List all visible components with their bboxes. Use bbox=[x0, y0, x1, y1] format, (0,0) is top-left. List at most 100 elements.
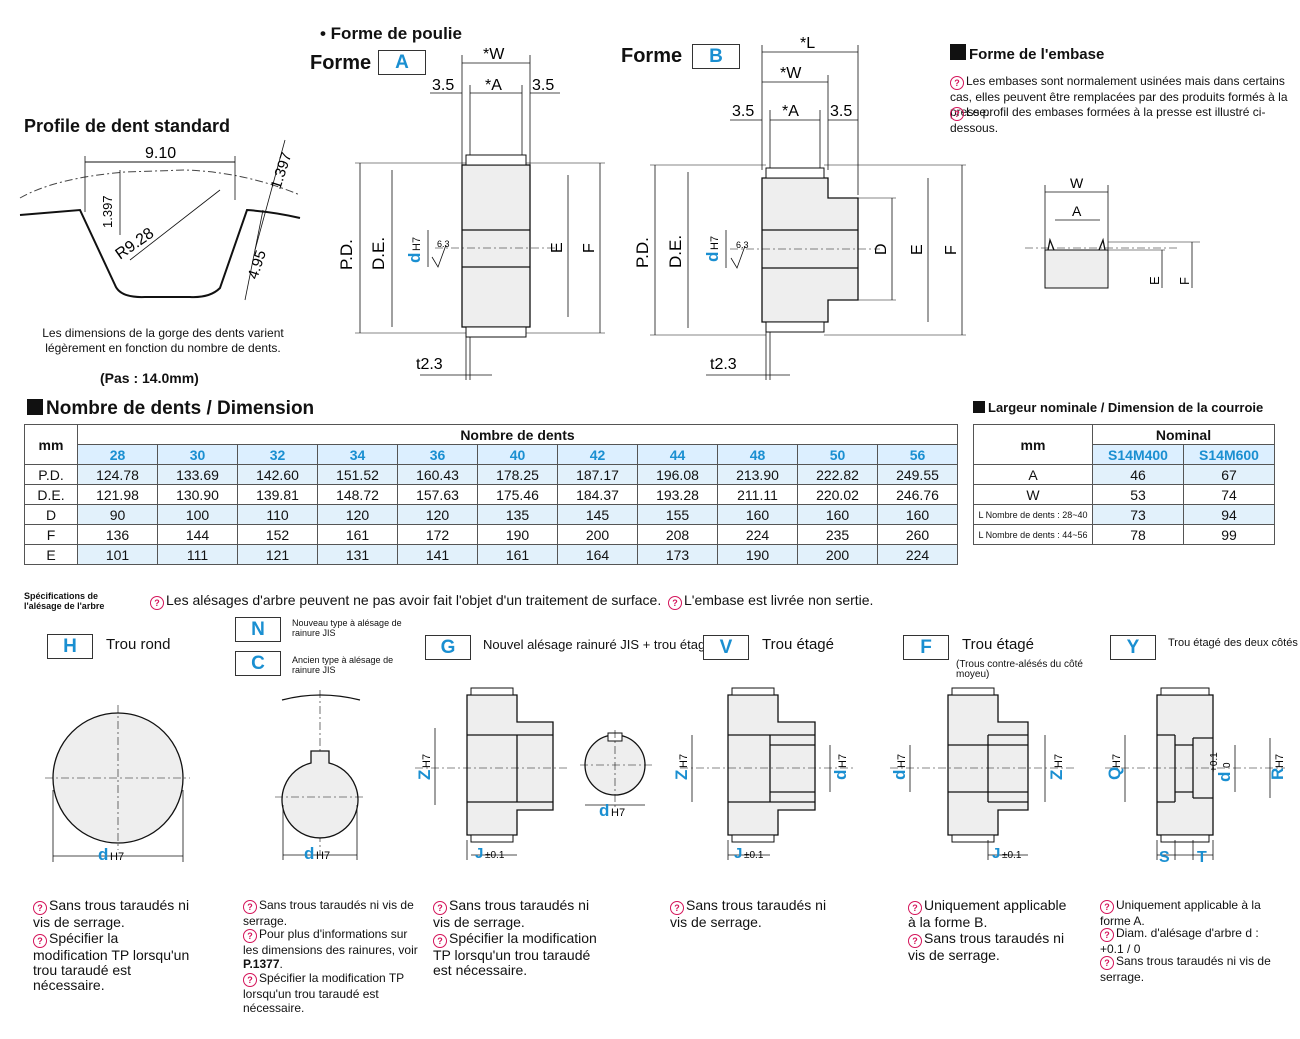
svg-text:0: 0 bbox=[1222, 762, 1233, 768]
bore-g-drawing: Z H7 J ±0.1 d H7 bbox=[415, 687, 655, 862]
svg-text:+0.1: +0.1 bbox=[1209, 752, 1220, 772]
svg-text:D.E.: D.E. bbox=[369, 237, 388, 270]
teeth-cell: 141 bbox=[397, 544, 478, 565]
svg-text:H7: H7 bbox=[1111, 754, 1123, 768]
teeth-cell: 142.60 bbox=[237, 464, 318, 485]
teeth-cell: 101 bbox=[77, 544, 158, 565]
teeth-col-header: 42 bbox=[557, 444, 638, 465]
teeth-row-label: F bbox=[24, 524, 78, 545]
svg-text:d: d bbox=[890, 770, 909, 780]
pulley-shape-heading: • Forme de poulie bbox=[320, 24, 462, 43]
belt-col-header: S14M600 bbox=[1183, 444, 1275, 465]
bore-nc-note-1: ?Sans trous taraudés ni vis de serrage. bbox=[243, 898, 414, 928]
bore-type-n: N bbox=[235, 617, 281, 642]
teeth-cell: 172 bbox=[397, 524, 478, 545]
bore-y-note-3: ?Sans trous taraudés ni vis de serrage. bbox=[1100, 954, 1271, 984]
forme-b-drawing: *L *W *A 3.5 3.5 P.D. D.E. d H7 6.3 D E … bbox=[633, 35, 966, 380]
teeth-cell: 161 bbox=[477, 544, 558, 565]
svg-text:d: d bbox=[98, 845, 108, 864]
bore-type-y: Y bbox=[1110, 635, 1156, 660]
teeth-cell: 121.98 bbox=[77, 484, 158, 505]
svg-text:d: d bbox=[1215, 772, 1234, 782]
bore-y-drawing: Q H7 d +0.1 0 R H7 S T bbox=[1105, 687, 1287, 866]
svg-text:±0.1: ±0.1 bbox=[485, 850, 505, 861]
svg-text:Z: Z bbox=[1047, 770, 1066, 780]
forme-a-drawing: *W *A 3.5 3.5 P.D. D.E. d H7 6.3 E F t2.… bbox=[337, 46, 605, 380]
bore-f-drawing: d H7 Z H7 J ±0.1 bbox=[890, 687, 1075, 862]
dim-1-397-a: 1.397 bbox=[100, 195, 115, 228]
svg-text:F: F bbox=[943, 245, 960, 255]
forme-b-label: Forme bbox=[621, 45, 683, 67]
teeth-cell: 173 bbox=[637, 544, 718, 565]
svg-text:6.3: 6.3 bbox=[736, 240, 749, 250]
bore-g-note-2: ?Spécifier la modification TP lorsqu'un … bbox=[433, 930, 597, 978]
teeth-cell: 260 bbox=[877, 524, 958, 545]
teeth-cell: 187.17 bbox=[557, 464, 638, 485]
svg-text:d: d bbox=[405, 253, 424, 263]
svg-text:W: W bbox=[1070, 175, 1084, 191]
bore-g-note-1: ?Sans trous taraudés ni vis de serrage. bbox=[433, 897, 590, 930]
bore-nc-note-2: ?Pour plus d'informations sur les dimens… bbox=[243, 927, 418, 971]
bore-name-g: Nouvel alésage rainuré JIS + trou étagé bbox=[483, 637, 713, 652]
tooth-profile-note: Les dimensions de la gorge des dents var… bbox=[42, 326, 284, 355]
svg-text:S: S bbox=[1159, 849, 1170, 866]
teeth-cell: 161 bbox=[317, 524, 398, 545]
svg-text:R: R bbox=[1268, 768, 1287, 780]
svg-text:E: E bbox=[909, 244, 926, 255]
bore-nc-note-3: ?Spécifier la modification TP lorsqu'un … bbox=[243, 971, 404, 1015]
teeth-cell: 152 bbox=[237, 524, 318, 545]
bore-h-note-2: ?Spécifier la modification TP lorsqu'un … bbox=[33, 930, 190, 993]
bore-spec-label: Spécifications de l'alésage de l'arbre bbox=[24, 591, 105, 611]
teeth-col-header: 56 bbox=[877, 444, 958, 465]
bore-type-h: H bbox=[47, 634, 93, 659]
belt-group-header: Nominal bbox=[1092, 424, 1275, 445]
bore-v-drawing: Z H7 d H7 J ±0.1 bbox=[672, 687, 855, 862]
teeth-cell: 90 bbox=[77, 504, 158, 525]
teeth-cell: 249.55 bbox=[877, 464, 958, 485]
teeth-col-header: 34 bbox=[317, 444, 398, 465]
teeth-col-header: 40 bbox=[477, 444, 558, 465]
svg-text:A: A bbox=[1072, 203, 1082, 219]
bore-name-f: Trou étagé bbox=[962, 636, 1034, 653]
dim-4-95: 4.95 bbox=[245, 248, 270, 281]
svg-text:D: D bbox=[873, 243, 890, 255]
svg-text:Q: Q bbox=[1105, 767, 1124, 780]
svg-text:*W: *W bbox=[483, 46, 505, 63]
embase-note-2: ?Le profil des embases formées à la pres… bbox=[950, 105, 1266, 135]
dim-1-397-b: 1.397 bbox=[268, 150, 296, 191]
svg-text:*A: *A bbox=[485, 77, 502, 94]
svg-text:H7: H7 bbox=[411, 237, 423, 251]
teeth-cell: 120 bbox=[397, 504, 478, 525]
teeth-col-header: 36 bbox=[397, 444, 478, 465]
bore-nc-drawing: d H7 bbox=[275, 690, 365, 863]
svg-text:D.E.: D.E. bbox=[666, 235, 685, 268]
teeth-cell: 190 bbox=[717, 544, 798, 565]
bore-name-n: Nouveau type à alésage de rainure JIS bbox=[292, 618, 402, 638]
bore-type-v: V bbox=[703, 635, 749, 660]
teeth-cell: 121 bbox=[237, 544, 318, 565]
belt-cell: 53 bbox=[1092, 484, 1184, 505]
teeth-cell: 224 bbox=[717, 524, 798, 545]
teeth-cell: 224 bbox=[877, 544, 958, 565]
teeth-cell: 133.69 bbox=[157, 464, 238, 485]
svg-text:d: d bbox=[703, 252, 722, 262]
svg-text:H7: H7 bbox=[1274, 754, 1286, 768]
teeth-row-label: E bbox=[24, 544, 78, 565]
teeth-group-header: Nombre de dents bbox=[77, 424, 958, 445]
teeth-cell: 145 bbox=[557, 504, 638, 525]
svg-text:T: T bbox=[1197, 849, 1207, 866]
pitch-label: (Pas : 14.0mm) bbox=[100, 370, 199, 386]
svg-text:3.5: 3.5 bbox=[532, 77, 554, 94]
teeth-unit: mm bbox=[24, 424, 78, 465]
teeth-cell: 131 bbox=[317, 544, 398, 565]
svg-text:E: E bbox=[549, 242, 566, 253]
forme-a-label: Forme bbox=[310, 52, 372, 74]
bore-type-c: C bbox=[235, 651, 281, 676]
teeth-cell: 160 bbox=[797, 504, 878, 525]
svg-text:F: F bbox=[581, 243, 598, 253]
embase-drawing: W A E F bbox=[1025, 175, 1200, 289]
svg-text:Z: Z bbox=[672, 770, 691, 780]
svg-text:H7: H7 bbox=[316, 850, 330, 862]
